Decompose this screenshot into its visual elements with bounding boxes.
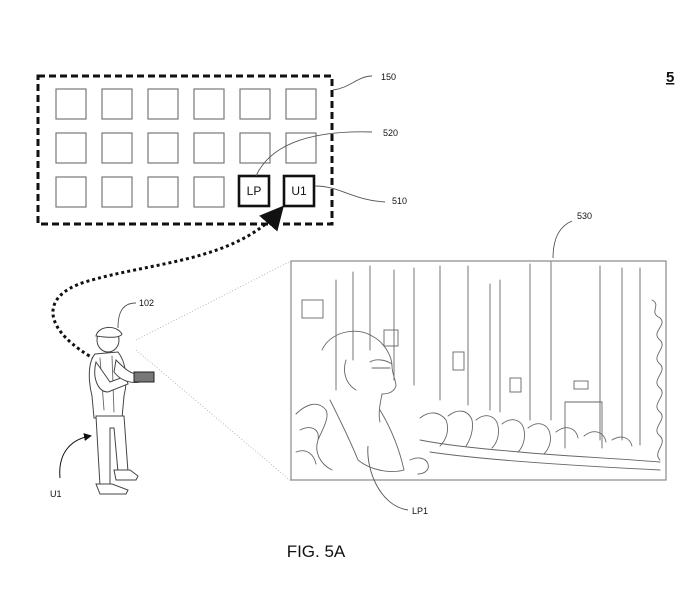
seat-cell — [101, 132, 133, 164]
floor-lines — [419, 439, 661, 471]
seat-rows-sketch — [419, 410, 633, 455]
label-520: 520 — [383, 128, 398, 138]
label-530: 530 — [577, 211, 592, 221]
lp-seat-box — [237, 174, 271, 208]
user-figure — [88, 327, 155, 495]
seat-cell — [55, 88, 87, 120]
leader-530 — [552, 220, 573, 259]
seating-grid-border — [36, 74, 334, 226]
person-head-sketch — [321, 330, 397, 423]
seat-cell — [55, 176, 87, 208]
seat-cell — [101, 176, 133, 208]
seat-cell — [285, 88, 317, 120]
label-150: 150 — [381, 72, 396, 82]
figure-caption: FIG. 5A — [287, 542, 346, 561]
u1-pointer-arrow — [59, 433, 92, 479]
person-face-sketch — [344, 359, 393, 391]
seating-grid: LP U1 — [36, 74, 334, 226]
right-wall-sketch — [651, 299, 663, 461]
view-cone-bottom — [135, 349, 292, 482]
theater-sketch — [295, 261, 663, 475]
location-path-arrow — [51, 205, 284, 364]
captured-view-frame — [290, 260, 667, 481]
seat-cell — [239, 132, 271, 164]
wall-frame-4 — [509, 377, 522, 393]
page-number: 5 — [666, 69, 674, 86]
seat-left-sketch — [295, 403, 333, 471]
leader-510 — [314, 185, 386, 203]
seat-cell — [193, 132, 225, 164]
u1-seat-text: U1 — [291, 184, 307, 198]
seat-cell — [55, 132, 87, 164]
wall-frame-5 — [573, 380, 589, 390]
seat-cell — [239, 88, 271, 120]
wall-frame-1 — [301, 299, 324, 319]
user-hair — [95, 327, 123, 338]
user-shoe-right — [113, 469, 139, 481]
doorway — [564, 401, 603, 449]
seat-cell — [101, 88, 133, 120]
label-lp1: LP1 — [412, 506, 428, 516]
leader-520 — [255, 131, 373, 177]
leader-lp1 — [367, 445, 409, 511]
u1-seat-box — [282, 174, 316, 208]
user-shoe-left — [95, 483, 129, 495]
wall-frame-2 — [383, 329, 399, 347]
label-102: 102 — [139, 298, 154, 308]
seat-cell — [285, 132, 317, 164]
seat-cell — [147, 176, 179, 208]
lp-seat-text: LP — [247, 184, 262, 198]
seat-cell — [193, 88, 225, 120]
captured-view-panel — [290, 260, 667, 481]
view-cone-top — [135, 260, 292, 341]
seat-cell — [147, 88, 179, 120]
seat-cell — [193, 176, 225, 208]
bag-sketch — [409, 457, 429, 475]
seat-cells — [55, 88, 317, 208]
seat-cell — [147, 132, 179, 164]
label-510: 510 — [392, 196, 407, 206]
wall-frame-3 — [452, 351, 465, 371]
leader-150 — [332, 75, 373, 91]
label-u1: U1 — [50, 489, 62, 499]
person-body-sketch — [329, 399, 405, 472]
mobile-device — [133, 371, 155, 383]
leader-102 — [117, 302, 137, 329]
